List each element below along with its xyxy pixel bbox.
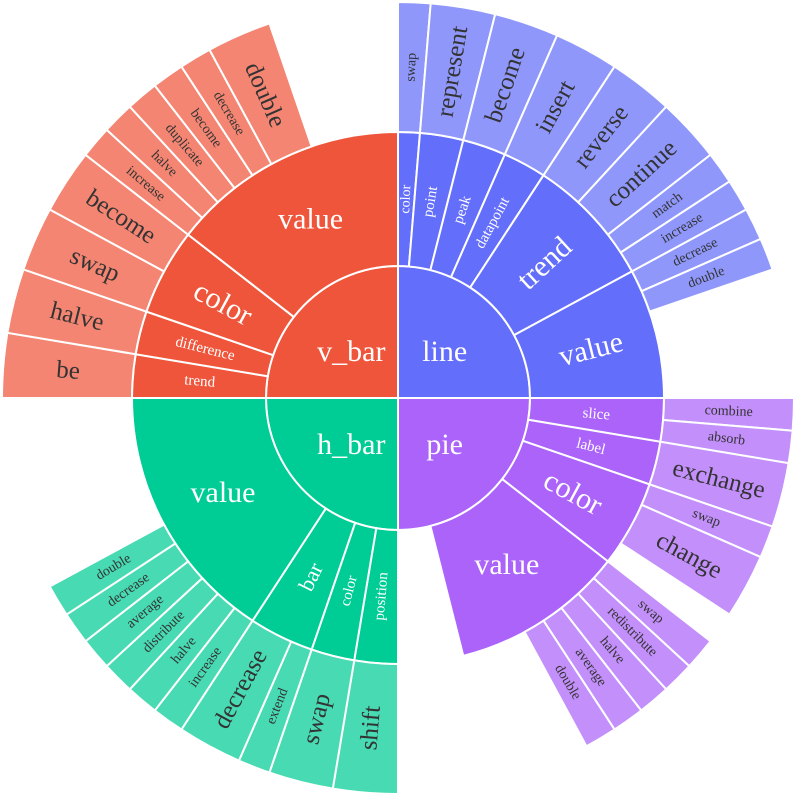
segment-h-bar-value-double-46[interactable] [48, 523, 177, 616]
segment-pie-value-double-31[interactable] [523, 619, 616, 748]
label-v-bar-trend-be: be [55, 356, 81, 385]
label-v-bar-trend: trend [184, 372, 217, 391]
label-h-bar: h_bar [317, 428, 385, 461]
label-v-bar: v_bar [317, 335, 385, 368]
label-line-color-swap: swap [404, 53, 420, 82]
label-h-bar-value: value [191, 476, 256, 509]
label-line-point: point [420, 184, 441, 218]
label-h-bar-position-shift: shift [355, 705, 386, 752]
label-line: line [422, 335, 467, 368]
label-h-bar-position: position [372, 571, 392, 621]
label-pie-slice-combine: combine [704, 403, 753, 420]
segment-pie-color-change-25[interactable] [619, 503, 762, 616]
label-h-bar-color: color [338, 574, 361, 608]
label-line-color: color [398, 184, 414, 214]
label-pie-value: value [474, 548, 539, 581]
segment-line-value-double-16[interactable] [640, 237, 774, 313]
label-pie-slice-absorb: absorb [707, 429, 746, 449]
label-pie-label: label [575, 436, 607, 459]
label-pie-slice: slice [582, 405, 611, 423]
label-pie: pie [426, 428, 463, 461]
segment-v-bar-value-double-61[interactable] [208, 22, 313, 166]
label-v-bar-value: value [278, 203, 343, 236]
